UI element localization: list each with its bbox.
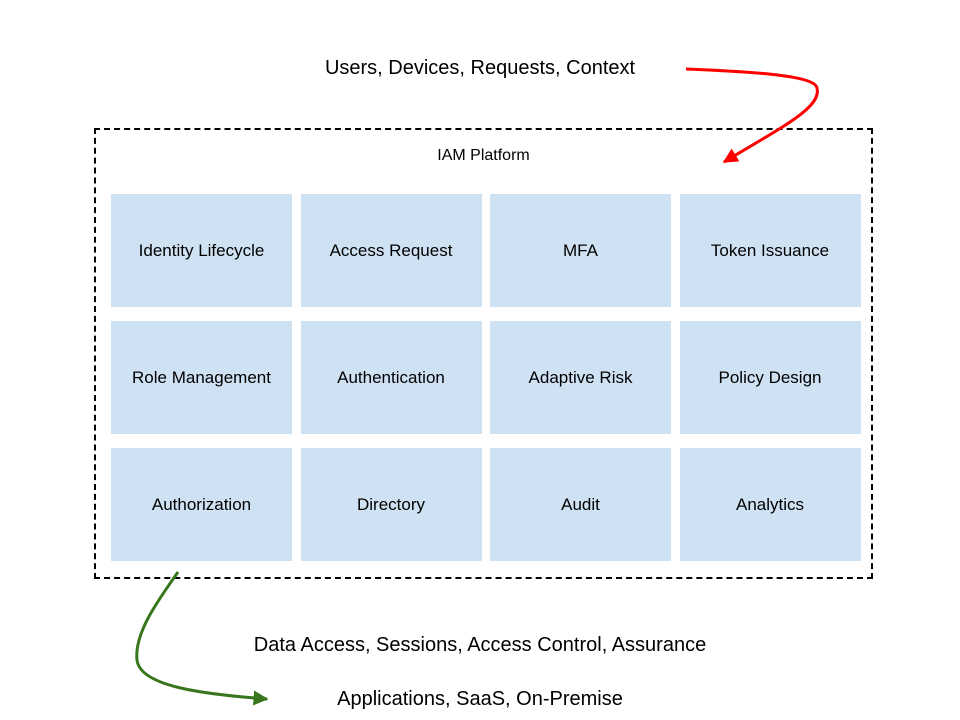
inputs-label: Users, Devices, Requests, Context	[324, 57, 636, 79]
capability-role-management: Role Management	[111, 321, 292, 434]
capability-authentication: Authentication	[300, 321, 482, 434]
capability-audit: Audit	[490, 448, 671, 561]
iam-platform-boundary: IAM Platform Identity Lifecycle Access R…	[94, 128, 873, 579]
capability-access-request: Access Request	[300, 194, 482, 307]
targets-label: Applications, SaaS, On-Premise	[337, 688, 623, 710]
capability-analytics: Analytics	[679, 448, 861, 561]
outputs-label: Data Access, Sessions, Access Control, A…	[253, 634, 707, 656]
capability-mfa: MFA	[490, 194, 671, 307]
capability-token-issuance: Token Issuance	[679, 194, 861, 307]
capability-authorization: Authorization	[111, 448, 292, 561]
capability-adaptive-risk: Adaptive Risk	[490, 321, 671, 434]
platform-title: IAM Platform	[437, 147, 530, 164]
capability-directory: Directory	[300, 448, 482, 561]
capability-grid: Identity Lifecycle Access Request MFA To…	[111, 194, 861, 561]
capability-policy-design: Policy Design	[679, 321, 861, 434]
capability-identity-lifecycle: Identity Lifecycle	[111, 194, 292, 307]
